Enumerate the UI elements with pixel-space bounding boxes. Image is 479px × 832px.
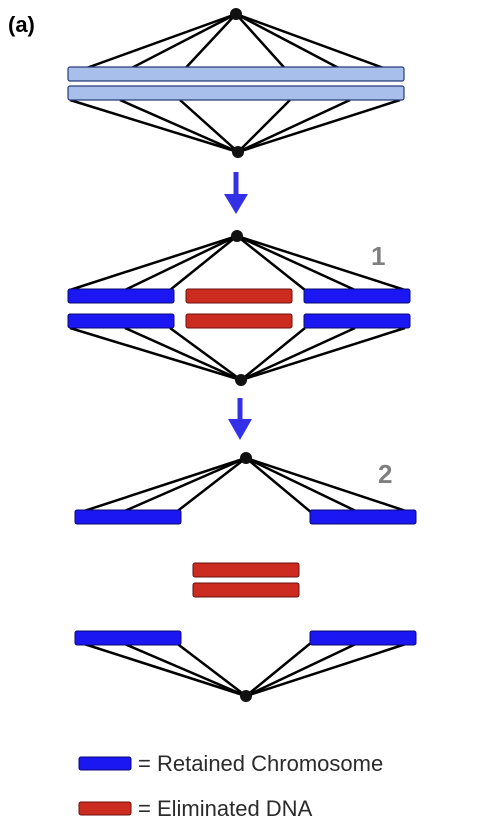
retained-chromosome (74, 509, 182, 525)
unsegmented-chromosome-top (67, 66, 405, 82)
legend-swatch-eliminated (78, 801, 132, 816)
spindle-fibers-top-3 (77, 456, 413, 515)
eliminated-dna (192, 582, 300, 598)
retained-chromosome (74, 630, 182, 646)
centrosome-top (240, 452, 252, 464)
stage-segregation: 2 (74, 452, 417, 702)
down-arrow-1 (224, 172, 248, 214)
retained-chromosome (67, 288, 175, 304)
spindle-fibers-bottom-2 (69, 326, 406, 382)
spindle-fibers-top (69, 12, 401, 76)
retained-chromosome (67, 313, 175, 329)
eliminated-dna (185, 288, 293, 304)
eliminated-dna (192, 562, 300, 578)
down-arrow-2 (228, 398, 252, 440)
step-label-1: 1 (371, 241, 385, 271)
spindle-fibers-bottom (69, 98, 401, 154)
centrosome-top (231, 230, 243, 242)
panel-label: (a) (8, 12, 35, 37)
unsegmented-chromosome-bottom (67, 85, 405, 101)
spindle-fibers-bottom-3 (77, 640, 413, 698)
retained-chromosome (303, 288, 411, 304)
step-label-2: 2 (378, 459, 392, 489)
retained-chromosome (309, 509, 417, 525)
spindle-fibers-top-2 (69, 234, 406, 292)
legend-swatch-retained (78, 756, 132, 771)
centrosome-bottom (235, 374, 247, 386)
legend: = Retained Chromosome = Eliminated DNA (78, 751, 383, 821)
centrosome-top (230, 8, 242, 20)
stage-metaphase (67, 8, 405, 158)
eliminated-dna (185, 313, 293, 329)
centrosome-bottom (240, 690, 252, 702)
retained-chromosome (303, 313, 411, 329)
retained-chromosome (309, 630, 417, 646)
stage-fragmentation: 1 (67, 230, 411, 386)
legend-label-eliminated: = Eliminated DNA (138, 796, 313, 821)
centrosome-bottom (232, 146, 244, 158)
legend-label-retained: = Retained Chromosome (138, 751, 383, 776)
